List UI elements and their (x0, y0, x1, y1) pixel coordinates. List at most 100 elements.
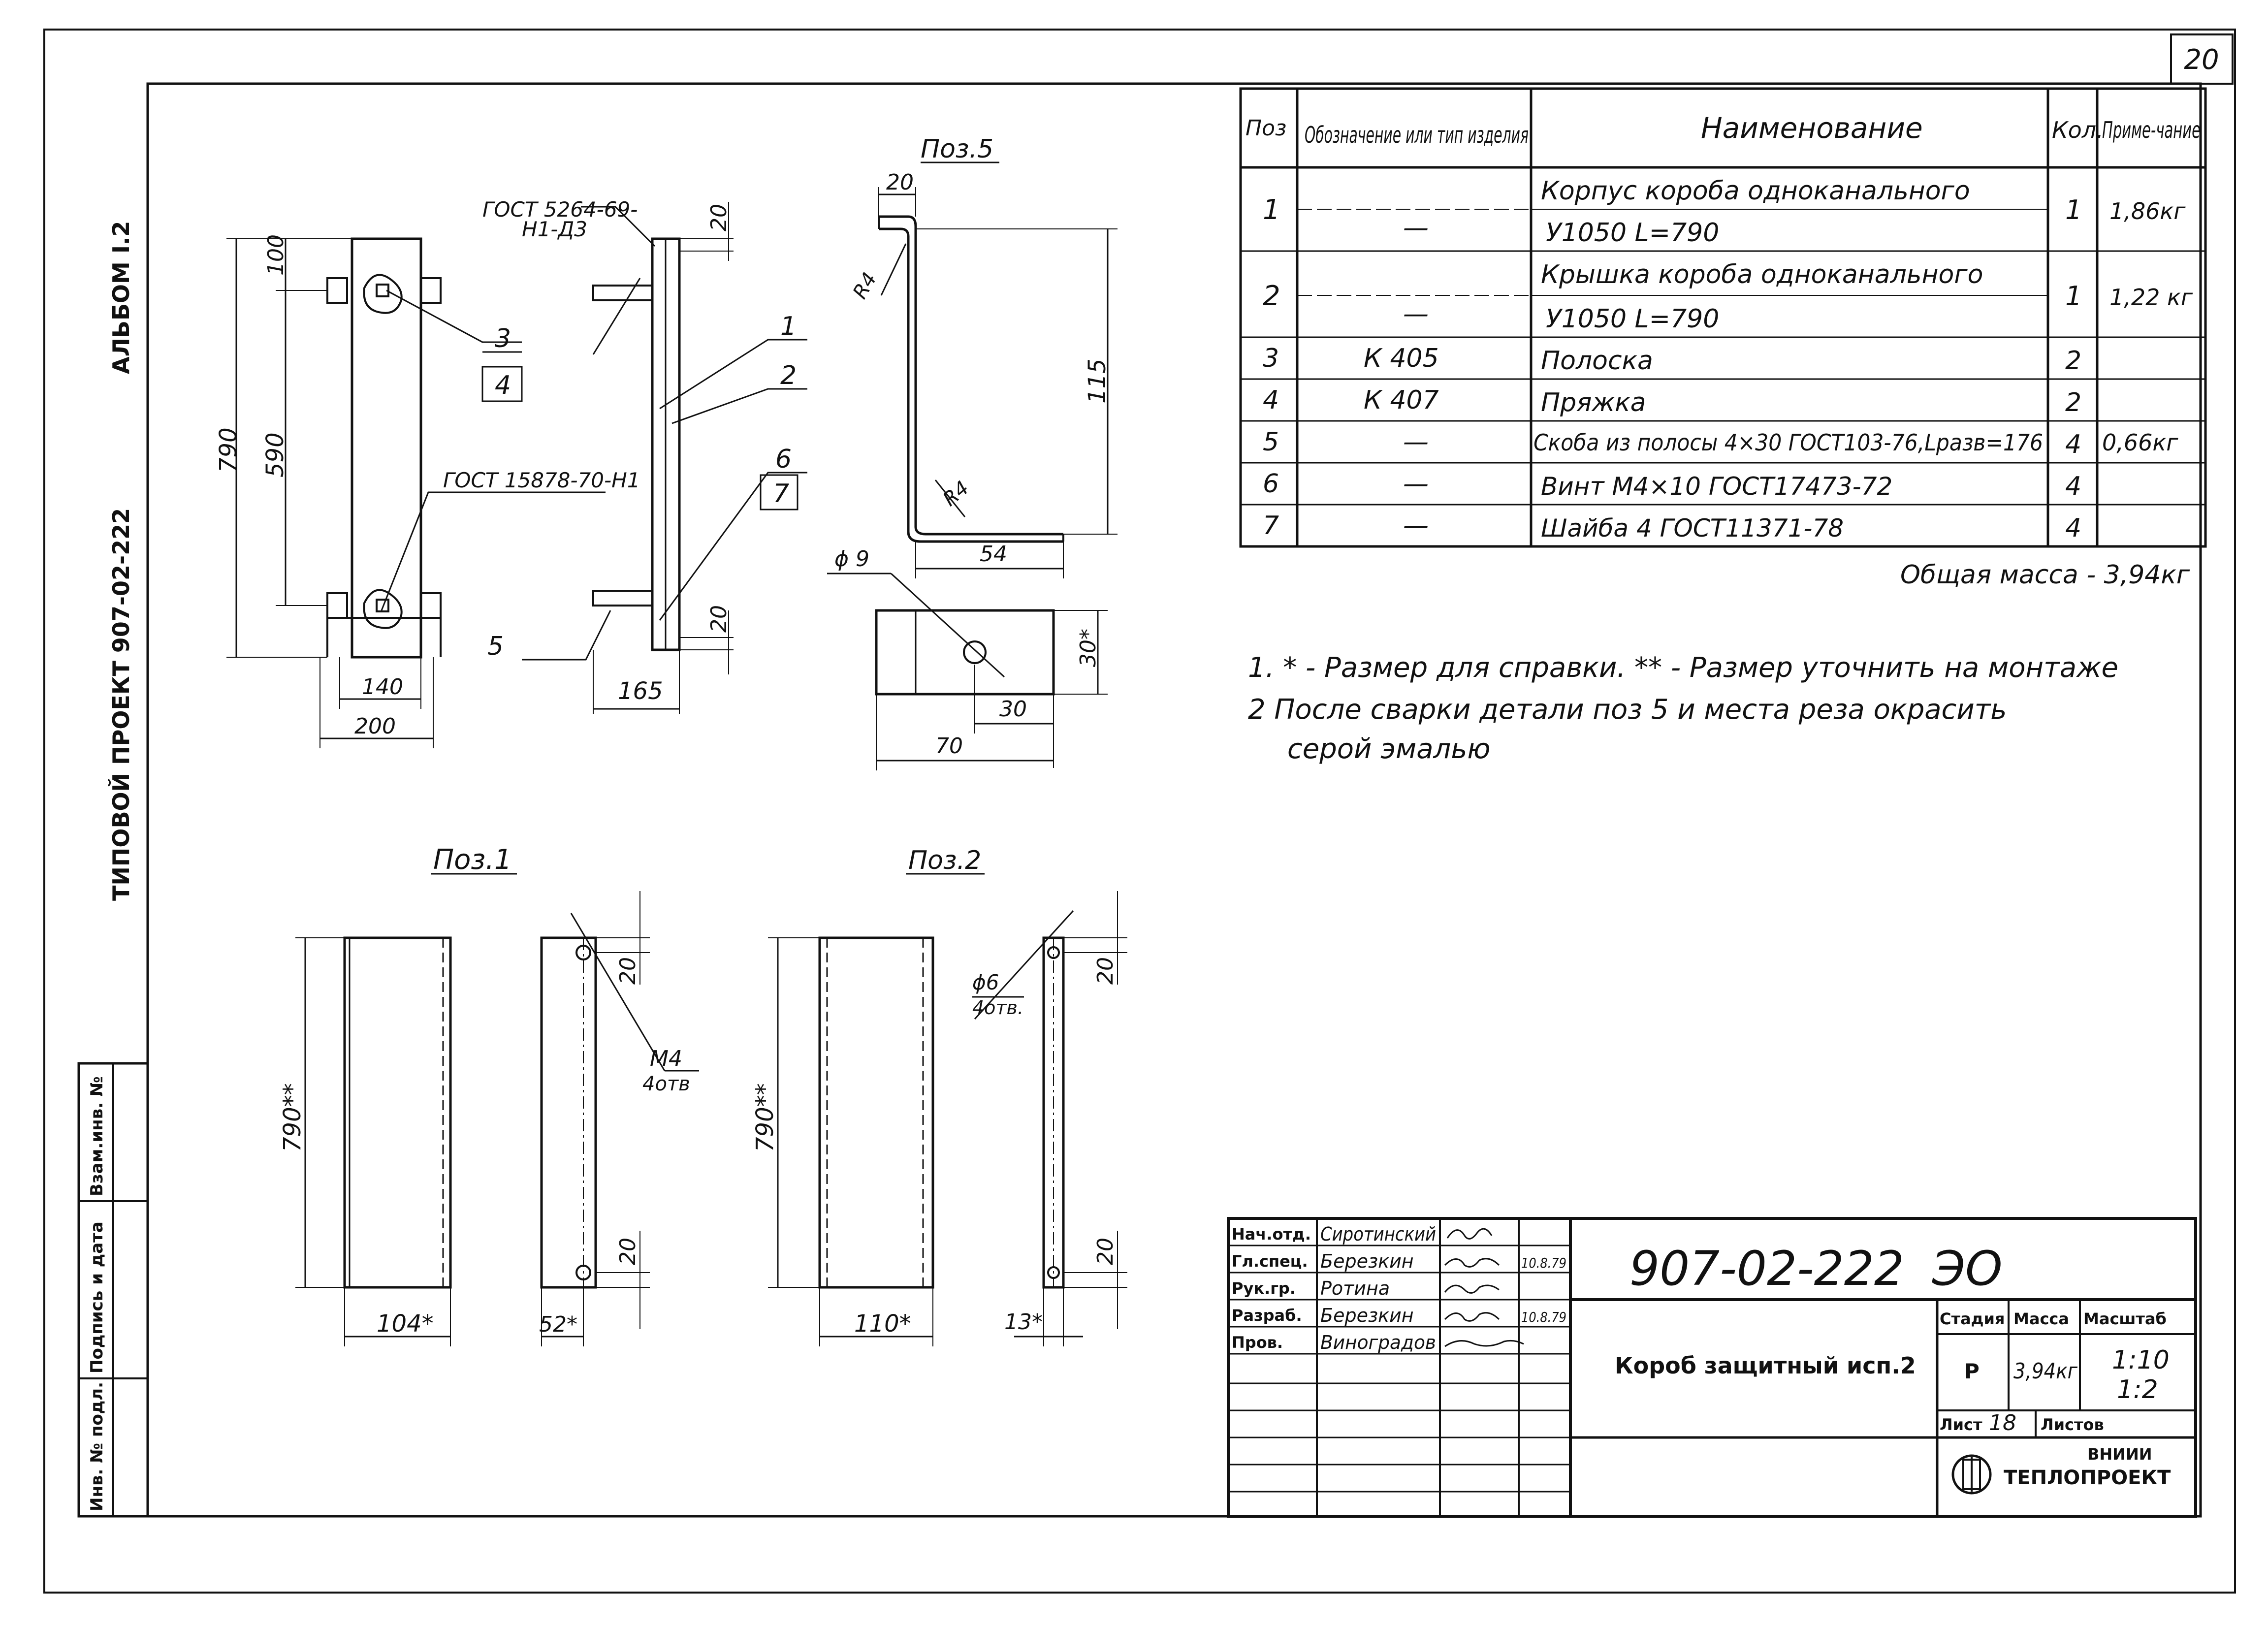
r7-poz: 7 (1263, 511, 1279, 541)
dim-54: 54 (980, 542, 1007, 567)
dim-140: 140 (362, 674, 403, 700)
title-block-grid (1227, 1217, 2197, 1518)
org-2: ТЕПЛОПРОЕКТ (2004, 1467, 2171, 1489)
r4-bottom: R4 (939, 477, 973, 511)
p1-dim-104: 104* (377, 1310, 434, 1338)
list-label: Лист (1940, 1415, 1982, 1434)
r5-prim: 0,66кг (2102, 429, 2178, 456)
name-4: Виноградов (1320, 1332, 1436, 1353)
masshtab-1: 1:10 (2112, 1345, 2170, 1375)
signature-2 (1444, 1284, 1500, 1294)
gost-top-label-2: Н1-Д3 (522, 217, 587, 241)
r5-obozn: — (1403, 427, 1429, 457)
r5-poz: 5 (1263, 427, 1279, 457)
r6-obozn: — (1403, 469, 1429, 499)
stadia-value: Р (1964, 1359, 1980, 1383)
d9-label: ϕ 9 (834, 546, 869, 572)
p2-dim-790: 790** (751, 1083, 779, 1152)
listov-label: Листов (2041, 1415, 2104, 1434)
poz2-title: Поз.2 (908, 846, 981, 875)
m4-holes: 4отв (642, 1073, 690, 1095)
th-kol: Кол. (2052, 117, 2104, 143)
album-label: АЛЬБОМ I.2 (108, 221, 134, 374)
r7-kol: 4 (2065, 513, 2081, 543)
masshtab-2: 1:2 (2117, 1375, 2158, 1405)
dim-590: 590 (261, 432, 289, 478)
p2-dim-13: 13* (1004, 1309, 1043, 1335)
stadia-label: Стадия (1940, 1309, 2005, 1328)
r1-obozn: — (1403, 213, 1429, 243)
inner-frame (146, 82, 2202, 1518)
name-2: Ротина (1320, 1277, 1390, 1299)
gost-mid-label: ГОСТ 15878-70-Н1 (443, 468, 640, 492)
sheet-number-box (2170, 33, 2234, 85)
r4-top: R4 (849, 269, 881, 303)
r2-name1: Крышка короба одноканального (1541, 260, 1983, 289)
r6-kol: 4 (2065, 472, 2081, 501)
callout-5: 5 (487, 632, 504, 661)
r3-poz: 3 (1263, 344, 1279, 373)
poz1-title: Поз.1 (433, 844, 512, 876)
r6-poz: 6 (1263, 469, 1279, 499)
side-podpis: Подпись и дата (87, 1221, 107, 1373)
spec-table-grid (1239, 87, 2207, 548)
r4-name: Пряжка (1541, 388, 1646, 417)
role-1: Гл.спец. (1232, 1252, 1308, 1271)
dim-70: 70 (935, 734, 963, 759)
list-value: 18 (1989, 1410, 2016, 1436)
total-mass: Общая масса - 3,94кг (1900, 560, 2190, 590)
note-1: 1. * - Размер для справки. ** - Размер у… (1248, 652, 2118, 684)
r4-obozn: К 407 (1364, 385, 1439, 415)
poz2-view (768, 873, 1127, 1346)
p1-dim-790: 790** (279, 1083, 306, 1152)
r7-name: Шайба 4 ГОСТ11371-78 (1541, 514, 1844, 543)
name-3: Березкин (1320, 1305, 1414, 1326)
massa-label: Масса (2013, 1309, 2069, 1328)
r1-kol: 1 (2065, 194, 2082, 225)
poz1-view (295, 873, 699, 1346)
role-3: Разраб. (1232, 1306, 1302, 1325)
d6-holes: 4отв. (972, 997, 1023, 1019)
dim-30: 30 (999, 697, 1027, 722)
role-4: Пров. (1232, 1333, 1283, 1352)
dim-165: 165 (618, 677, 663, 705)
role-2: Рук.гр. (1232, 1279, 1296, 1298)
date-1: 10.8.79 (1521, 1255, 1566, 1271)
r2-prim: 1,22 кг (2109, 284, 2193, 311)
role-0: Нач.отд. (1232, 1225, 1311, 1244)
r5-kol: 4 (2065, 430, 2081, 459)
dim-100: 100 (263, 234, 288, 276)
dim-20b: 20 (706, 605, 732, 633)
r2-kol: 1 (2065, 281, 2082, 312)
drawing-title: Короб защитный исп.2 (1615, 1352, 1916, 1379)
side-fields: Взам.инв. № Подпись и дата Инв. № подл. (77, 1062, 149, 1518)
th-poz: Поз (1246, 116, 1286, 141)
side-inv: Инв. № подл. (87, 1382, 107, 1511)
dim-200: 200 (354, 714, 396, 739)
th-primechanie: Приме-чание (2102, 117, 2201, 143)
gost-top-label: ГОСТ 5264-69- (482, 197, 638, 222)
sheet-number: 20 (2184, 44, 2219, 76)
r5-name: Скоба из полосы 4×30 ГОСТ103-76,Lразв=17… (1533, 429, 2043, 456)
p1-dim-52: 52* (539, 1312, 577, 1337)
signature-4 (1444, 1340, 1524, 1347)
r3-name: Полоска (1541, 346, 1653, 376)
poz5-view (827, 161, 1118, 770)
callout-7: 7 (773, 479, 789, 509)
name-1: Березкин (1320, 1250, 1414, 1272)
r4-kol: 2 (2065, 388, 2081, 417)
callout-6: 6 (775, 445, 792, 474)
massa-value: 3,94кг (2013, 1359, 2078, 1384)
callout-4: 4 (495, 371, 511, 400)
p1-dim-20a: 20 (615, 957, 640, 985)
masshtab-label: Масштаб (2083, 1309, 2167, 1328)
designation: 907-02-222 (1629, 1241, 1904, 1296)
th-naimenovanie: Наименование (1701, 111, 1923, 145)
dim-20-p5: 20 (886, 170, 914, 195)
th-oboznachenie: Обозначение или тип изделия (1305, 122, 1529, 148)
r1-name2: У1050 L=790 (1546, 218, 1719, 248)
note-2: 2 После сварки детали поз 5 и места реза… (1248, 694, 2007, 726)
p2-dim-20a: 20 (1093, 957, 1118, 985)
r1-poz: 1 (1263, 194, 1280, 226)
org-1: ВНИИИ (2087, 1445, 2152, 1464)
